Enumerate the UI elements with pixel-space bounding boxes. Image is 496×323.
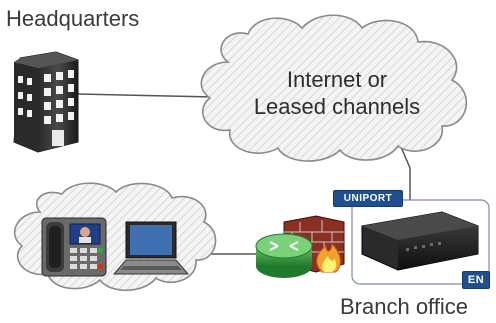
en-model-badge: EN <box>462 271 490 289</box>
router-icon <box>255 233 313 278</box>
internet-cloud-label-line2: Leased channels <box>253 94 421 119</box>
uniport-device-icon <box>351 199 490 285</box>
link-hq-to-internet <box>77 93 216 98</box>
internet-cloud-label-line1: Internet or <box>286 67 388 92</box>
internet-cloud-icon <box>200 14 468 162</box>
internet-cloud-label: Internet or Leased channels <box>222 66 452 120</box>
branch-office-label: Branch office <box>340 294 469 319</box>
laptop-icon <box>112 221 190 275</box>
uniport-brand-badge: UNIPORT <box>333 190 403 207</box>
building-icon <box>13 51 79 153</box>
headquarters-label: Headquarters <box>6 6 140 31</box>
ip-phone-icon <box>41 217 107 277</box>
